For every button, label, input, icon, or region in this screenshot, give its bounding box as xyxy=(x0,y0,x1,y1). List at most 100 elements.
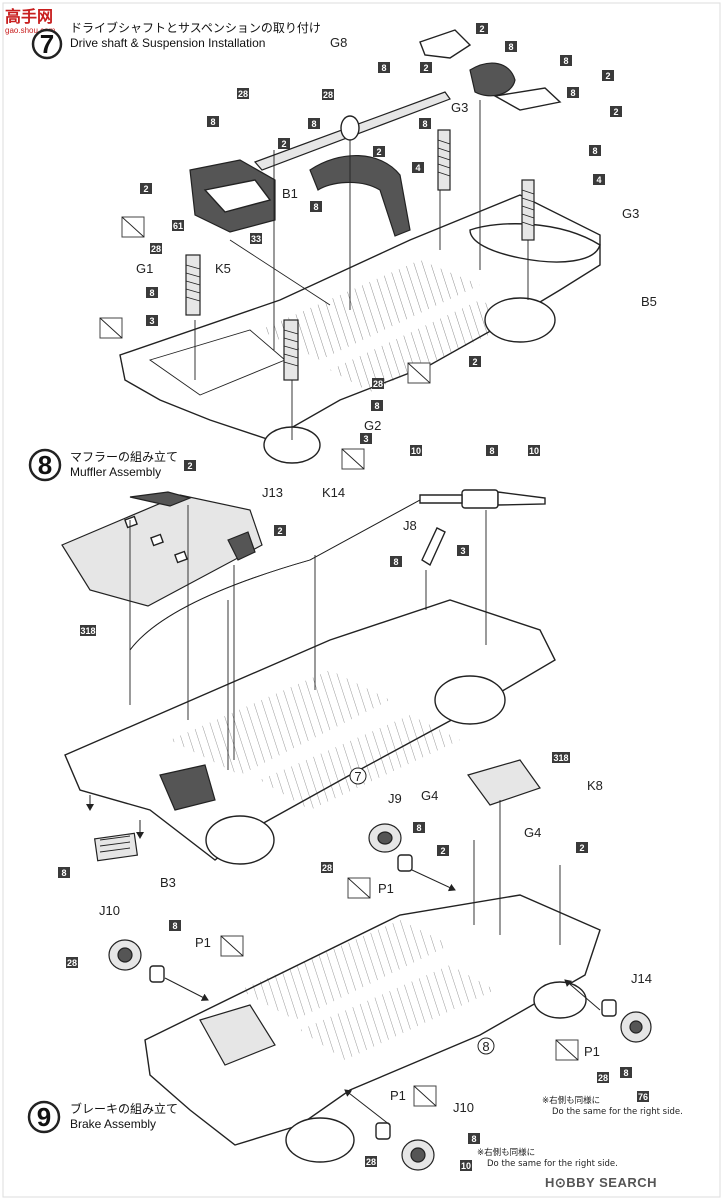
svg-text:8: 8 xyxy=(422,119,427,129)
svg-text:8: 8 xyxy=(623,1068,628,1078)
label-g3-a: G3 xyxy=(451,100,468,115)
svg-text:28: 28 xyxy=(151,244,161,254)
brake-disc-j10-rear xyxy=(401,1139,435,1171)
step-7-diagram: G8 G3 G3 B1 K5 G1 B5 G2 2 8 2 8 8 2 8 28… xyxy=(99,23,657,470)
label-p1-b: P1 xyxy=(195,935,211,950)
svg-text:8: 8 xyxy=(381,63,386,73)
label-p1-d: P1 xyxy=(390,1088,406,1103)
svg-text:2: 2 xyxy=(423,63,428,73)
svg-text:8: 8 xyxy=(482,1039,489,1054)
label-g1: G1 xyxy=(136,261,153,276)
front-floor-panel xyxy=(199,1004,276,1066)
svg-text:3: 3 xyxy=(460,546,465,556)
label-p1-c: P1 xyxy=(584,1044,600,1059)
label-g3-b: G3 xyxy=(622,206,639,221)
label-g4-b: G4 xyxy=(524,825,541,840)
label-k8: K8 xyxy=(587,778,603,793)
svg-text:8: 8 xyxy=(393,557,398,567)
right-side-note-2: ※右側も同様に Do the same for the right side. xyxy=(477,1147,618,1169)
bracket-2 xyxy=(129,491,192,507)
floor-part-ref-8: 8 xyxy=(477,1037,495,1055)
svg-text:10: 10 xyxy=(529,446,539,456)
svg-text:2: 2 xyxy=(440,846,445,856)
svg-text:8: 8 xyxy=(416,823,421,833)
transmission-cover xyxy=(203,179,272,213)
svg-text:2: 2 xyxy=(281,139,286,149)
shock-absorber-rear-a xyxy=(437,129,451,191)
right-side-note-1: ※右側も同様に Do the same for the right side. xyxy=(542,1095,683,1117)
label-b5: B5 xyxy=(641,294,657,309)
rear-wheel-arch xyxy=(434,675,506,725)
brake-disc-j10-front xyxy=(108,939,142,971)
label-j10-b: J10 xyxy=(453,1100,474,1115)
svg-text:2: 2 xyxy=(579,843,584,853)
glue-hint-icons xyxy=(220,877,579,1107)
shock-absorber-left xyxy=(185,254,201,316)
svg-text:8: 8 xyxy=(374,401,379,411)
shaft-joint xyxy=(340,115,360,141)
svg-text:8: 8 xyxy=(508,42,513,52)
svg-text:8: 8 xyxy=(311,119,316,129)
heat-shield-panel xyxy=(61,494,263,607)
step-8-header: 8 マフラーの組み立て Muffler Assembly xyxy=(28,448,178,482)
svg-text:3: 3 xyxy=(363,434,368,444)
bracket-j13 xyxy=(227,531,256,561)
svg-text:318: 318 xyxy=(553,753,568,763)
plate-k8 xyxy=(467,759,541,806)
rear-arm xyxy=(492,87,562,111)
step-9-part-tags: 318 8 2 2 28 8 28 8 28 76 8 28 10 xyxy=(66,752,649,1171)
radiator-b3 xyxy=(93,832,139,862)
label-j13: J13 xyxy=(262,485,283,500)
svg-text:gao.shou.com: gao.shou.com xyxy=(5,26,56,35)
svg-text:318: 318 xyxy=(80,626,95,636)
svg-text:8: 8 xyxy=(210,117,215,127)
svg-text:7: 7 xyxy=(354,769,361,784)
step-8-number: 8 xyxy=(38,450,52,480)
step-9-title-en: Brake Assembly xyxy=(70,1117,156,1131)
svg-text:8: 8 xyxy=(149,288,154,298)
svg-text:4: 4 xyxy=(596,175,601,185)
step-7-header: 7 ドライブシャフトとサスペンションの取り付け Drive shaft & Su… xyxy=(31,20,321,60)
step-8-part-tags: 2 10 8 10 2 3 8 318 8 xyxy=(58,445,540,878)
svg-text:8: 8 xyxy=(489,446,494,456)
svg-text:4: 4 xyxy=(415,163,420,173)
svg-text:28: 28 xyxy=(366,1157,376,1167)
suspension-arm xyxy=(309,154,411,237)
site-watermark-logo: 高手网 gao.shou.com xyxy=(5,7,56,35)
shock-absorber-mid xyxy=(283,319,299,381)
front-wheel-arch xyxy=(285,1117,355,1163)
step-7-part-tags: 2 8 2 8 8 2 8 28 28 8 2 2 8 4 8 2 8 61 3… xyxy=(140,23,622,444)
muffler xyxy=(461,489,499,509)
svg-text:2: 2 xyxy=(376,147,381,157)
step-8-badge xyxy=(28,448,62,482)
svg-text:10: 10 xyxy=(411,446,421,456)
svg-text:2: 2 xyxy=(472,357,477,367)
svg-text:2: 2 xyxy=(479,24,484,34)
step-8-title-jp: マフラーの組み立て xyxy=(70,449,178,464)
label-g4-a: G4 xyxy=(421,788,438,803)
svg-text:Do the same for the right side: Do the same for the right side. xyxy=(552,1107,683,1117)
label-b1: B1 xyxy=(282,186,298,201)
svg-text:8: 8 xyxy=(313,202,318,212)
bushing-p1 xyxy=(601,999,617,1017)
svg-text:Do the same for the right side: Do the same for the right side. xyxy=(487,1159,618,1169)
step-8-diagram: J13 K14 J8 B3 7 2 10 8 10 2 3 8 318 8 xyxy=(58,445,556,890)
differential xyxy=(469,62,516,97)
svg-text:2: 2 xyxy=(277,526,282,536)
label-j9: J9 xyxy=(388,791,402,806)
step-7-number: 7 xyxy=(40,29,54,59)
label-g8: G8 xyxy=(330,35,347,50)
svg-text:8: 8 xyxy=(570,88,575,98)
bushing-p1 xyxy=(397,854,413,872)
floor-part-ref-7: 7 xyxy=(349,767,367,785)
svg-text:※右側も同様に: ※右側も同様に xyxy=(477,1147,535,1158)
label-j10-a: J10 xyxy=(99,903,120,918)
svg-text:8: 8 xyxy=(563,56,568,66)
svg-text:8: 8 xyxy=(61,868,66,878)
svg-text:2: 2 xyxy=(143,184,148,194)
bushing-p1 xyxy=(149,965,165,983)
glue-hint-icons xyxy=(99,216,431,470)
